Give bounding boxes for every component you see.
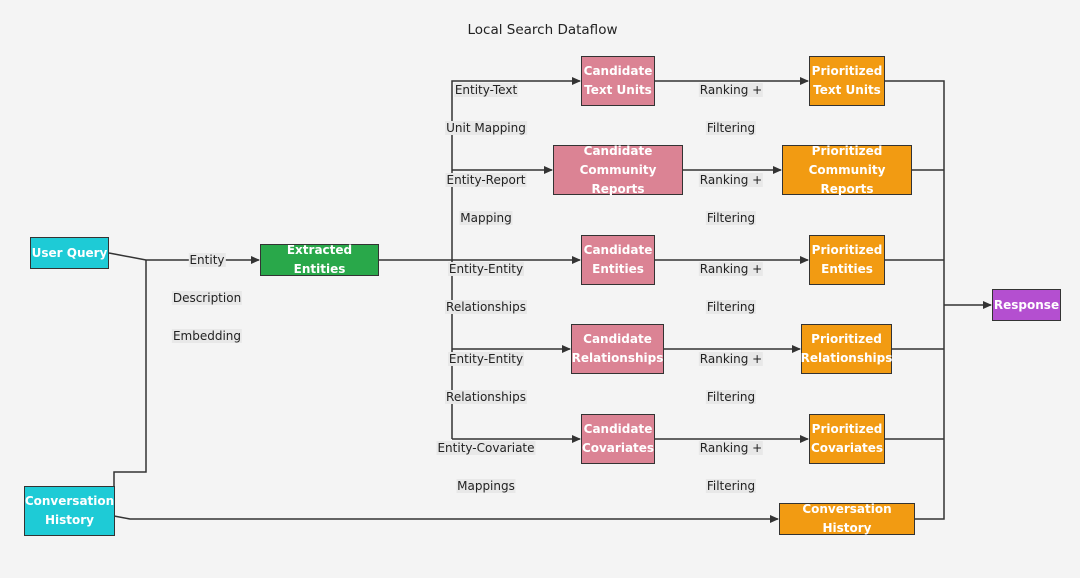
- edge-label-entity-entity-relationships-2: Entity-Entity Relationships: [445, 352, 527, 404]
- edge-label-ranking-filtering-covariates: Ranking + Filtering: [698, 441, 764, 493]
- user-query-node: User Query: [30, 237, 109, 269]
- prioritized-covariates-node: Prioritized Covariates: [809, 414, 885, 464]
- candidate-relationships-node: Candidate Relationships: [571, 324, 664, 374]
- prioritized-text-units-node: Prioritized Text Units: [809, 56, 885, 106]
- candidate-entities-node: Candidate Entities: [581, 235, 655, 285]
- edge-label-ranking-filtering-community-reports: Ranking + Filtering: [698, 173, 764, 225]
- candidate-covariates-node: Candidate Covariates: [581, 414, 655, 464]
- edge-conversation-history-to-conversation-history-out: [113, 515, 779, 523]
- candidate-community-reports-node: Candidate Community Reports: [553, 144, 683, 196]
- prioritized-entities-node: Prioritized Entities: [809, 235, 885, 285]
- edge-label-ranking-filtering-entities: Ranking + Filtering: [698, 262, 764, 314]
- edge-label-ranking-filtering-text-units: Ranking + Filtering: [698, 83, 764, 135]
- diagram-title: Local Search Dataflow: [467, 22, 618, 38]
- extracted-entities-node: Extracted Entities: [260, 243, 379, 276]
- response-node: Response: [992, 289, 1061, 321]
- edge-prioritized-to-response: [885, 80, 991, 520]
- edge-label-entity-text-unit-mapping: Entity-Text Unit Mapping: [445, 83, 527, 135]
- edge-label-entity-entity-relationships: Entity-Entity Relationships: [445, 262, 527, 314]
- conversation-history-output-node: Conversation History: [779, 502, 915, 535]
- edge-label-entity-description-embedding: Entity Description Embedding: [171, 253, 243, 343]
- edge-conversation-history-to-extracted-entities: [113, 260, 147, 486]
- candidate-text-units-node: Candidate Text Units: [581, 56, 655, 106]
- prioritized-relationships-node: Prioritized Relationships: [801, 324, 892, 374]
- edge-label-ranking-filtering-relationships: Ranking + Filtering: [698, 352, 764, 404]
- prioritized-community-reports-node: Prioritized Community Reports: [782, 144, 912, 196]
- edge-label-entity-covariate-mappings: Entity-Covariate Mappings: [436, 441, 536, 493]
- conversation-history-input-node: Conversation History: [24, 486, 115, 536]
- edge-extracted-entities-to-candidate-relationships: [451, 260, 570, 439]
- edge-label-entity-report-mapping: Entity-Report Mapping: [445, 173, 527, 225]
